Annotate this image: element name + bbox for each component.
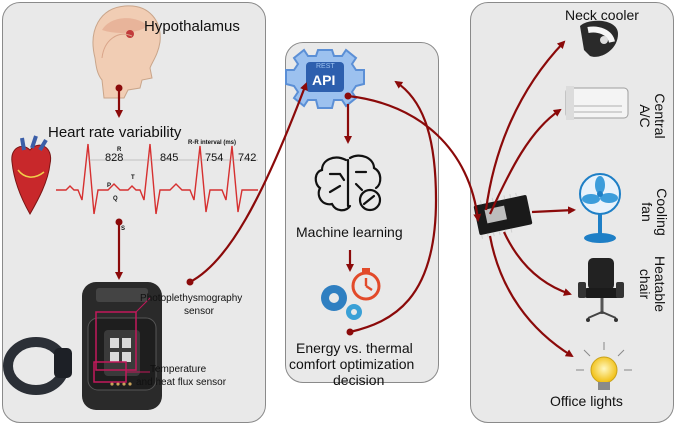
machine-learning-brain-icon (314, 154, 382, 212)
heatable-chair-label-line2: chair (637, 268, 653, 300)
dot-api (344, 92, 352, 100)
arrow-board-neck-cooler (484, 40, 566, 211)
head-icon (92, 5, 161, 99)
wristband-icon (3, 337, 72, 395)
dot-hrv (115, 218, 123, 226)
ecg-wave (56, 143, 258, 215)
central-ac-icon (565, 86, 629, 120)
neck-cooler-icon (580, 20, 618, 57)
office-light-bulb-icon (576, 342, 632, 390)
central-ac-label-line1: Central (652, 93, 668, 139)
rest-api-gear-icon (285, 48, 365, 109)
dot-sensor (186, 278, 194, 286)
arrow-api-board (347, 94, 482, 222)
wave-label-p: P (107, 183, 112, 189)
hypothalamus-label: Hypothalamus (144, 18, 240, 35)
wave-label-t: T (131, 175, 135, 181)
cooling-fan-label-line1: Cooling (654, 188, 670, 236)
optimization-gears-icon (321, 268, 381, 320)
hrv-title: Heart rate variability (48, 124, 182, 141)
heatable-chair-label: Heatable chair (635, 253, 668, 315)
central-ac-label-line2: A/C (637, 104, 653, 128)
arrow-board-ac (488, 108, 562, 215)
heatable-chair-label-line1: Heatable (652, 255, 668, 313)
interval-value-1: 828 (105, 152, 124, 164)
wave-label-r: R (117, 147, 122, 153)
ppg-sensor-label-line2: sensor (184, 306, 215, 317)
wave-label-q: Q (113, 196, 118, 202)
arrow-board-fan (531, 206, 576, 215)
rr-interval-label: R-R interval (ms) (188, 140, 237, 146)
temperature-label-line2: and heat flux sensor (136, 377, 227, 388)
office-lights-label: Office lights (550, 393, 623, 409)
arrow-board-lights (488, 235, 574, 358)
interval-value-4: 742 (238, 152, 257, 164)
cooling-fan-label-line2: fan (639, 202, 655, 222)
cooling-fan-label: Cooling fan (637, 187, 670, 237)
neck-cooler-label: Neck cooler (565, 7, 639, 23)
heart-icon (11, 135, 52, 216)
heatable-chair-icon (578, 258, 624, 322)
dot-hypothalamus (115, 84, 123, 92)
dot-decision (346, 328, 354, 336)
central-ac-label: Central A/C (635, 91, 668, 141)
cooling-fan-icon (579, 173, 621, 243)
decision-label-line1: Energy vs. thermal (296, 340, 413, 356)
flow-arrows (115, 40, 576, 358)
arrow-board-chair (503, 231, 572, 296)
api-label: API (312, 72, 336, 88)
microcontroller-board-icon (473, 192, 533, 239)
arrow-decision-api (349, 80, 438, 334)
interval-value-2: 845 (160, 152, 179, 164)
ppg-sensor-label-line1: Photoplethysmography (140, 293, 243, 304)
wearable-sensor-icon (82, 282, 162, 410)
decision-label-line3: decision (333, 372, 385, 388)
wave-label-s: S (121, 226, 126, 232)
temperature-label-line1: Temperature (150, 364, 207, 375)
arrow-sensor-api (189, 82, 308, 283)
rest-label: REST (316, 63, 335, 70)
machine-learning-label: Machine learning (296, 224, 403, 240)
decision-label-line2: comfort optimization (289, 356, 415, 372)
interval-value-3: 754 (205, 152, 224, 164)
